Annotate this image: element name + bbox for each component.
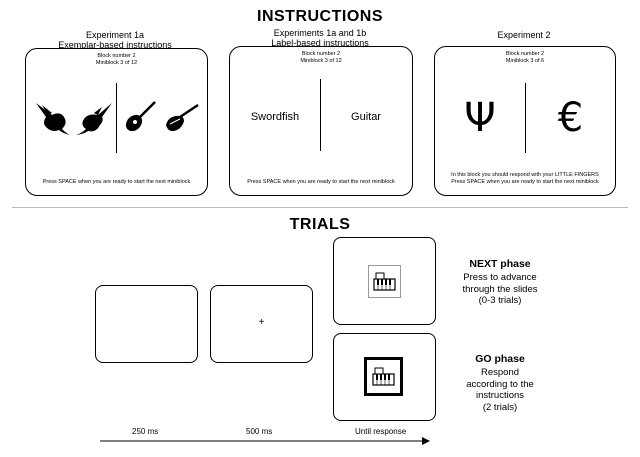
go-phase-title: GO phase <box>475 353 525 365</box>
panel2-caption: Experiments 1a and 1b Label-based instru… <box>229 28 411 48</box>
piano-icon <box>372 367 395 386</box>
next-phase-line1: Press to advance <box>463 272 537 283</box>
exemplar-instructions-panel: Block number 2 Miniblock 3 of 12 Press S… <box>25 48 208 196</box>
right-label-word: Guitar <box>351 111 381 123</box>
timeline-label-500ms: 500 ms <box>246 427 273 436</box>
timeline-label-250ms: 250 ms <box>132 427 159 436</box>
guitar-image <box>125 101 156 132</box>
label-instructions-panel: Block number 2 Miniblock 3 of 12 Swordfi… <box>229 46 413 196</box>
panel2-miniblock: Miniblock 3 of 12 <box>300 58 342 64</box>
panel3-center-divider <box>525 83 526 153</box>
panel1-block-info: Block number 2 Miniblock 3 of 12 <box>26 53 207 67</box>
panel3-block: Block number 2 <box>505 51 545 57</box>
guitar-image <box>166 103 199 132</box>
panel3-footer-line2: Press SPACE when you are ready to start … <box>451 179 599 185</box>
panel1-caption: Experiment 1a Exemplar-based instruction… <box>25 30 205 50</box>
panel3-caption: Experiment 2 <box>434 30 614 40</box>
panel3-miniblock: Miniblock 3 of 6 <box>505 58 545 64</box>
go-phase-line1: Respond <box>480 367 520 378</box>
panel1-block: Block number 2 <box>97 53 136 59</box>
panel1-center-divider <box>116 83 117 153</box>
euro-symbol: € <box>557 95 584 141</box>
next-phase-line2: through the slides <box>462 283 538 295</box>
panel1-footer: Press SPACE when you are ready to start … <box>26 179 207 186</box>
panel2-block: Block number 2 <box>301 51 341 57</box>
piano-icon <box>373 272 396 291</box>
left-label-word: Swordfish <box>250 111 300 123</box>
timeline-label-until-response: Until response <box>355 427 407 436</box>
go-phase-description: GO phase Respond according to the instru… <box>445 353 555 413</box>
panel1-caption-line2: Exemplar-based instructions <box>58 40 172 50</box>
panel2-caption-line2: Label-based instructions <box>271 38 369 48</box>
panel3-block-info: Block number 2 Miniblock 3 of 6 <box>435 51 615 65</box>
symbol-instructions-panel: Block number 2 Miniblock 3 of 6 Ψ € In t… <box>434 46 616 196</box>
panel2-block-info: Block number 2 Miniblock 3 of 12 <box>230 51 412 65</box>
go-phase-line2: according to the <box>466 378 534 390</box>
blank-screen-slide <box>95 285 198 363</box>
swordfish-image <box>36 103 70 135</box>
panel1-caption-line1: Experiment 1a <box>85 30 145 40</box>
next-phase-title: NEXT phase <box>469 258 531 270</box>
trials-heading: TRIALS <box>289 216 351 233</box>
swordfish-image <box>76 103 112 135</box>
panel3-footer-line1: In this block you should respond with yo… <box>451 172 599 178</box>
timeline-arrow <box>100 437 430 445</box>
panel3-footer: In this block you should respond with yo… <box>435 172 615 186</box>
panel2-footer: Press SPACE when you are ready to start … <box>230 179 412 186</box>
next-phase-text: Press to advance through the slides (0-3… <box>445 272 555 307</box>
go-stimulus-frame <box>364 357 403 396</box>
next-phase-description: NEXT phase Press to advance through the … <box>445 258 555 307</box>
panel1-miniblock: Miniblock 3 of 12 <box>95 60 138 66</box>
panel2-center-divider <box>320 79 321 151</box>
go-phase-text: Respond according to the instructions (2… <box>445 367 555 413</box>
panel2-footer-line1: Press SPACE when you are ready to start … <box>247 179 395 185</box>
panel3-caption-line1: Experiment 2 <box>497 30 551 40</box>
panel2-caption-line1: Experiments 1a and 1b <box>273 28 367 38</box>
next-phase-slide <box>333 237 436 325</box>
go-phase-line4: (2 trials) <box>482 401 518 413</box>
next-stimulus-frame <box>368 265 401 298</box>
go-phase-slide <box>333 333 436 421</box>
fixation-cross: + <box>258 317 265 328</box>
fixation-screen-slide: + <box>210 285 313 363</box>
instructions-heading: INSTRUCTIONS <box>257 8 383 25</box>
section-divider <box>12 207 628 208</box>
panel1-footer-line1: Press SPACE when you are ready to start … <box>42 179 191 185</box>
psi-symbol: Ψ <box>464 95 496 141</box>
next-phase-line3: (0-3 trials) <box>478 295 522 306</box>
go-phase-line3: instructions <box>475 390 525 401</box>
